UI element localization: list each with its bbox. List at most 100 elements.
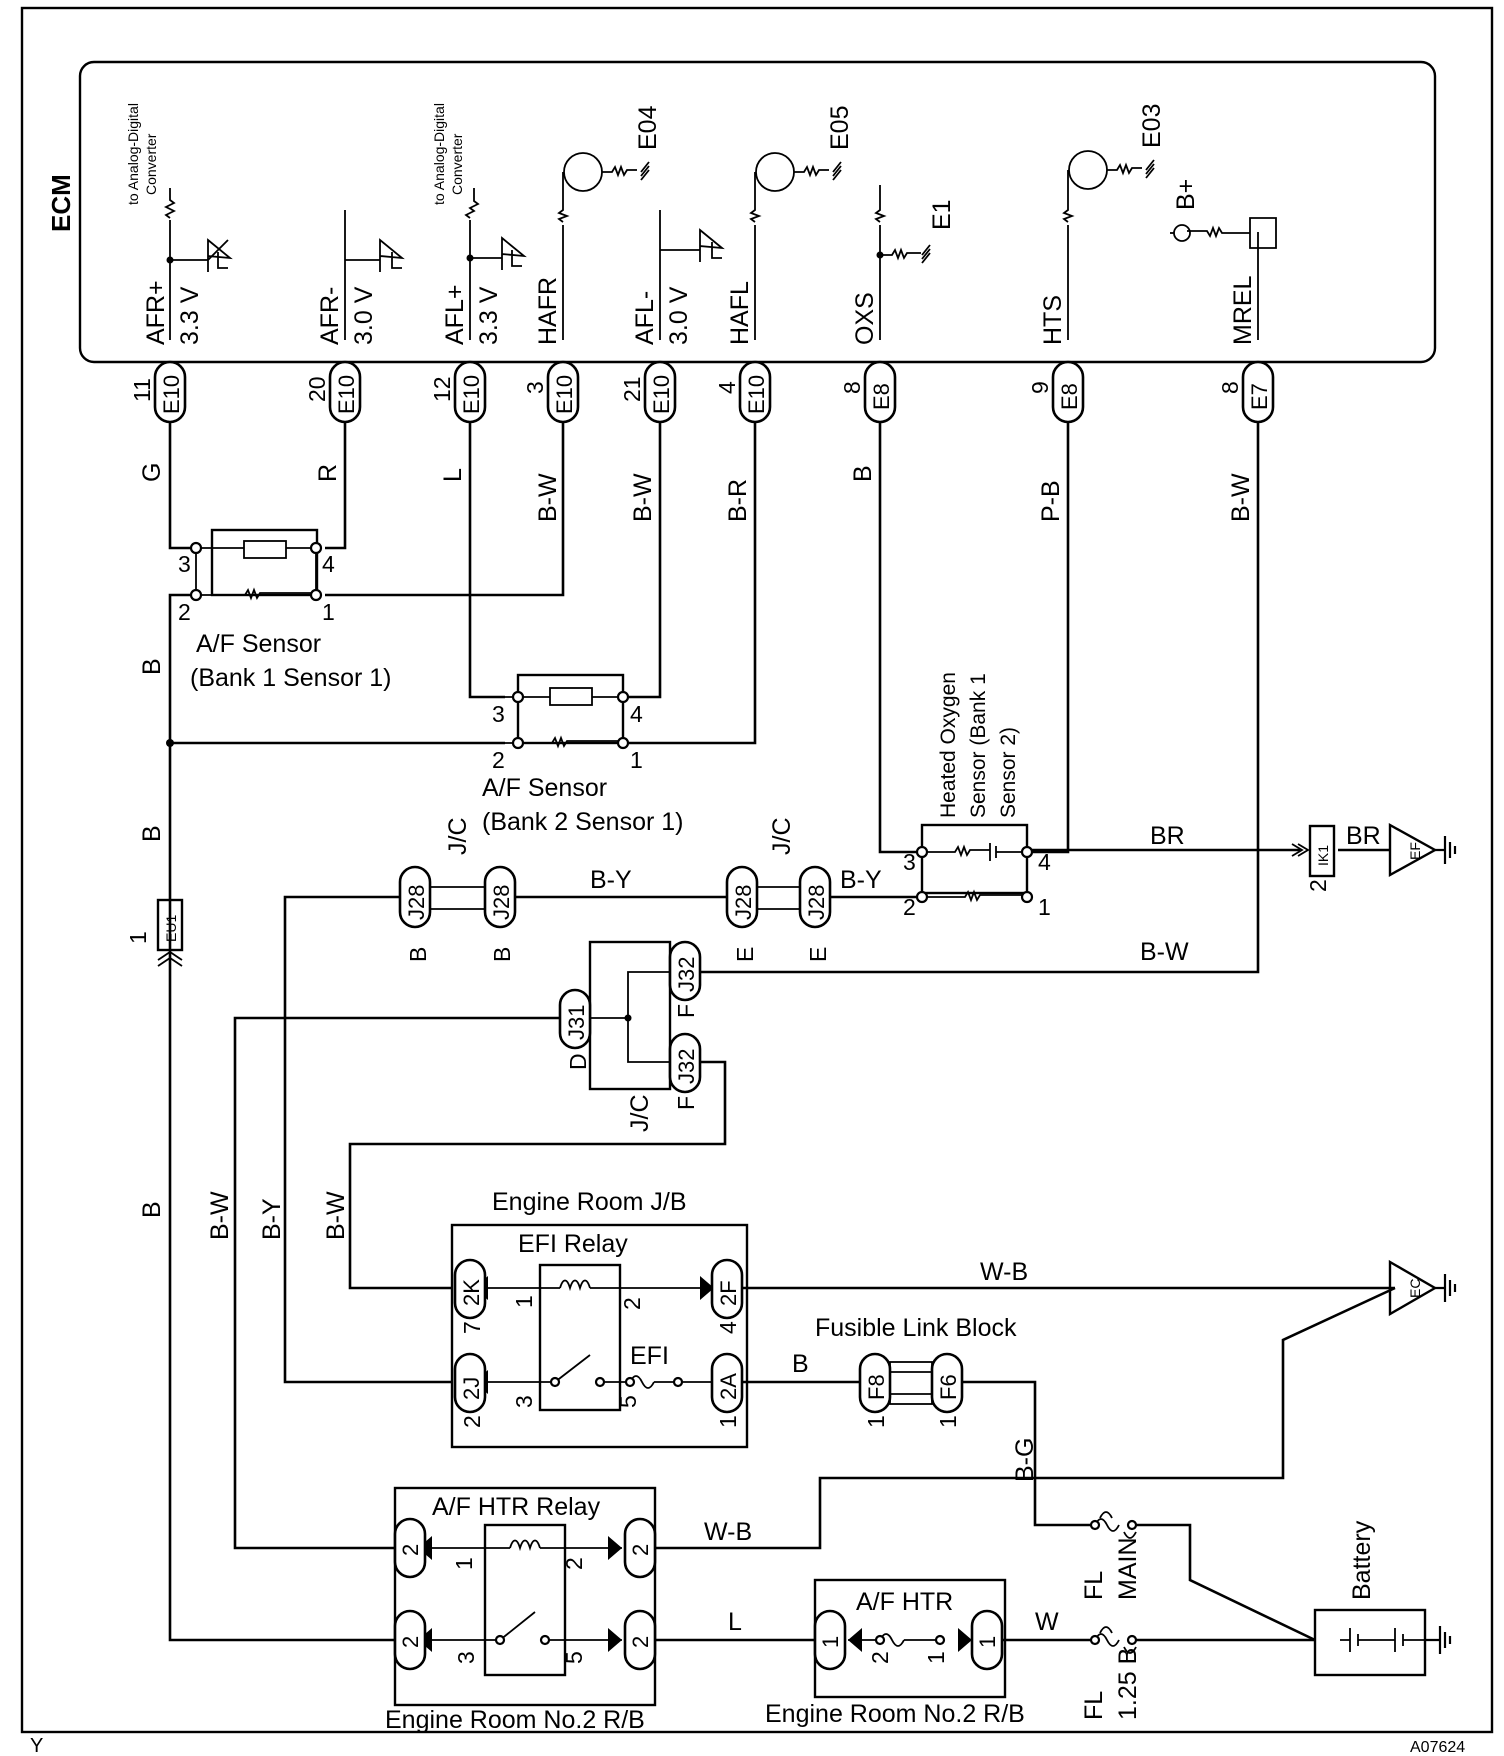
j32-pin-f2: F: [673, 1096, 699, 1110]
battery: [1313, 1608, 1427, 1677]
efi-pin5: 5: [615, 1395, 641, 1408]
wire-b-1: B: [138, 658, 166, 675]
efi-pin1: 1: [511, 1295, 537, 1308]
wire-bw-mrel: B-W: [1227, 473, 1255, 522]
pin-name-afr-minus: AFR-: [316, 287, 344, 345]
ec-label: EC: [1407, 1279, 1423, 1298]
conn-eu1: [156, 898, 184, 967]
eu1-pin: 1: [125, 931, 151, 944]
j28-l2: J28: [489, 885, 514, 920]
j28-l1: J28: [404, 885, 429, 920]
fusible-link-title: Fusible Link Block: [815, 1314, 1017, 1342]
af-htr-relay-box: [393, 1486, 657, 1707]
htr-relay-c2: 2: [628, 1544, 653, 1556]
wire-w: W: [1035, 1608, 1059, 1636]
j31-pin-d: D: [565, 1053, 591, 1070]
j28-pin-b1: B: [405, 947, 431, 962]
efi-pin4: 4: [715, 1321, 741, 1334]
label-f6: F6: [936, 1374, 961, 1400]
wire-bg: B-G: [1011, 1438, 1039, 1482]
wire-bw-hafr: B-W: [534, 473, 562, 522]
pin-num-1: 20: [304, 376, 330, 402]
corner-mark: Y: [30, 1735, 43, 1756]
j32-label-1: J32: [674, 957, 699, 992]
pin-num-5: 4: [714, 381, 740, 394]
conn-label-0: E10: [159, 375, 184, 414]
efi-pin7: 7: [459, 1321, 485, 1334]
wire-r: R: [314, 464, 342, 482]
pin-num-6: 8: [839, 381, 865, 394]
pin-name-hafl: HAFL: [726, 281, 754, 345]
efi-2j-pin: 2: [459, 1415, 485, 1428]
pin-voltage-afr-minus: 3.0 V: [350, 286, 378, 345]
wire-pb-hts: P-B: [1037, 480, 1065, 522]
ground-ec: [1388, 1259, 1457, 1317]
j28-r2: J28: [804, 885, 829, 920]
af1-pin4: 4: [322, 551, 335, 577]
efi-relay: [538, 1263, 622, 1412]
ecm-connectors: [153, 360, 1275, 424]
ik1-pin: 2: [1305, 879, 1331, 892]
htr-relay-c4: 2: [628, 1636, 653, 1648]
htr-relay-c1: 2: [398, 1544, 423, 1556]
conn-label-1: E10: [334, 375, 359, 414]
af-htr-conn-2: [970, 1609, 1004, 1671]
af2-label-2: (Bank 2 Sensor 1): [482, 808, 684, 836]
conn-2a: [710, 1352, 744, 1414]
wire-g: G: [138, 463, 166, 482]
efi-pin3: 3: [511, 1395, 537, 1408]
ho2s-pin1: 1: [1038, 894, 1051, 920]
af2-pin4: 4: [630, 701, 643, 727]
af1-label-2: (Bank 1 Sensor 1): [190, 664, 392, 692]
ho2s-label-1: Heated Oxygen: [937, 672, 960, 818]
jc-j31-j32: [558, 940, 702, 1094]
af1-label-1: A/F Sensor: [196, 630, 321, 658]
pin-num-0: 11: [129, 378, 155, 402]
ef-label: EF: [1407, 842, 1423, 860]
htr-relay-conn-1: [393, 1517, 427, 1579]
ecm-internals: [163, 150, 1277, 340]
af-htr-c2: 1: [975, 1636, 1000, 1648]
wire-by-2: B-Y: [840, 866, 882, 894]
af-htr-relay-internals: [418, 1536, 622, 1652]
af-sensor-bank1: [166, 528, 323, 747]
wire-bw-left1: B-W: [206, 1191, 234, 1240]
af1-pin1: 1: [322, 599, 335, 625]
no2-rb-label-2: Engine Room No.2 R/B: [765, 1700, 1025, 1728]
htr-relay-pin3: 3: [453, 1651, 479, 1664]
jc-label-1: J/C: [444, 818, 472, 856]
pin-num-2: 12: [429, 376, 455, 402]
j28-r1: J28: [731, 885, 756, 920]
j28-pin-e2: E: [805, 947, 831, 962]
pin-name-mrel: MREL: [1229, 275, 1257, 345]
jc-label-2: J/C: [768, 818, 796, 856]
f6-pin: 1: [935, 1415, 961, 1428]
conn-2j: [453, 1352, 487, 1414]
conn-label-5: E10: [744, 375, 769, 414]
wire-bw-aflminus: B-W: [629, 473, 657, 522]
conn-label-8: E7: [1247, 383, 1272, 410]
j28-pin-b2: B: [489, 947, 515, 962]
af2-pin2: 2: [492, 747, 505, 773]
fl-main-1: FL: [1080, 1571, 1108, 1600]
htr-relay-conn-3: [393, 1609, 427, 1671]
pin-num-4: 21: [619, 376, 645, 402]
pin-name-afl-minus: AFL-: [631, 291, 659, 345]
htr-relay-pin2: 2: [561, 1557, 587, 1570]
conn-2k: [453, 1258, 487, 1320]
af-htr-conn-1: [813, 1609, 847, 1671]
ecm-title: ECM: [46, 174, 76, 232]
af1-pin3: 3: [178, 551, 191, 577]
fl-125b: [1089, 1626, 1138, 1654]
wire-br-1: BR: [1150, 822, 1185, 850]
ho2s-pin2: 2: [903, 894, 916, 920]
label-2j: 2J: [459, 1377, 484, 1400]
no2-rb-label-1: Engine Room No.2 R/B: [385, 1706, 645, 1734]
wire-by-left: B-Y: [258, 1198, 286, 1240]
conn-2f: [710, 1258, 744, 1320]
fl-main: [1089, 1511, 1138, 1539]
ho2s-pin4: 4: [1038, 849, 1051, 875]
j32-label-2: J32: [674, 1049, 699, 1084]
fl-main-2: MAIN: [1114, 1538, 1142, 1601]
pin-num-7: 9: [1027, 381, 1053, 394]
